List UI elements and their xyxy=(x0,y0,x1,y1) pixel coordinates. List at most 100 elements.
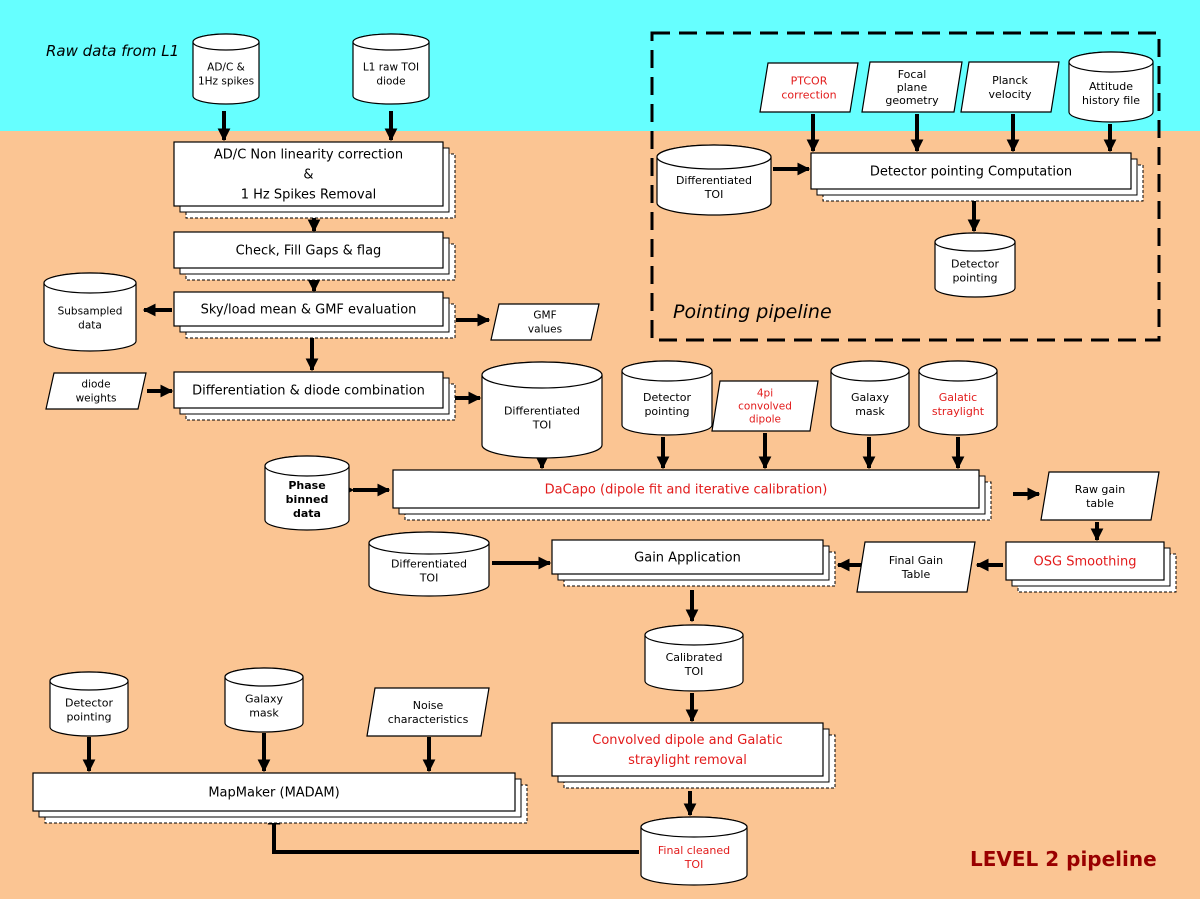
mapmaker-step-line: MapMaker (MADAM) xyxy=(208,786,339,801)
sky-load-step-box xyxy=(173,291,444,327)
galatic-straylight-store-line: Galatic xyxy=(939,391,977,404)
phase-binned-store-top xyxy=(264,455,350,477)
check-fill-step-box xyxy=(173,231,444,269)
detector-pointing-computation-step xyxy=(810,152,1144,202)
raw-gain-table-param-shape xyxy=(1040,471,1160,521)
planck-velocity-param-line: Planck xyxy=(992,74,1028,87)
osg-smoothing-step xyxy=(1005,541,1177,593)
focal-plane-param xyxy=(861,61,963,113)
l1-raw-toi-store-line: diode xyxy=(376,76,405,88)
diode-weights-param-line: diode xyxy=(81,379,110,391)
dacapo-step xyxy=(392,469,992,521)
focal-plane-param-line: Focal xyxy=(898,68,927,81)
diode-weights-param-shape xyxy=(45,372,147,410)
check-fill-step-line: Check, Fill Gaps & flag xyxy=(236,244,382,259)
attitude-history-store-line: Attitude xyxy=(1089,80,1133,93)
mapmaker-step-box xyxy=(32,772,516,812)
phase-binned-store-line: Phase xyxy=(288,479,325,492)
diode-weights-param-line: weights xyxy=(76,393,117,405)
attitude-history-store-line: history file xyxy=(1082,94,1140,107)
galaxy-mask-store-1-line: mask xyxy=(855,405,885,418)
final-gain-table-param-shape xyxy=(856,541,976,593)
gmf-values-param xyxy=(490,303,600,341)
galaxy-mask-store-1 xyxy=(830,360,910,436)
adc-spikes-store-line: 1Hz spikes xyxy=(198,76,254,88)
subsampled-store-top xyxy=(43,272,137,294)
subsampled-store-line: Subsampled xyxy=(58,306,123,318)
differentiated-toi-store-2-top xyxy=(368,531,490,555)
detector-pointing-store-1 xyxy=(621,360,713,436)
adc-spikes-store xyxy=(192,33,260,105)
calibrated-toi-store-top xyxy=(644,624,744,646)
galatic-straylight-store-line: straylight xyxy=(932,405,985,418)
final-gain-table-param-line: Final Gain xyxy=(889,554,943,567)
differentiated-toi-store-1-line: Differentiated xyxy=(504,404,580,417)
galaxy-mask-store-2-top xyxy=(224,667,304,687)
ptcor-param-line: PTCOR xyxy=(791,74,828,87)
phase-binned-store xyxy=(264,455,350,531)
planck-velocity-param-shape xyxy=(960,61,1060,113)
noise-characteristics-param xyxy=(366,687,490,737)
adc-correction-step-line: & xyxy=(303,168,313,183)
noise-characteristics-param-line: Noise xyxy=(413,699,444,712)
osg-smoothing-step-line: OSG Smoothing xyxy=(1034,555,1137,570)
galaxy-mask-store-1-line: Galaxy xyxy=(851,391,890,404)
adc-correction-step-box xyxy=(173,141,444,207)
pp-detector-pointing-store-line: Detector xyxy=(951,257,999,270)
pp-detector-pointing-store-top xyxy=(934,232,1016,252)
detector-pointing-store-2 xyxy=(49,671,129,737)
final-cleaned-toi-store-line: Final cleaned xyxy=(658,844,730,857)
detector-pointing-store-1-line: Detector xyxy=(643,391,691,404)
arrow-final-to-mapmaker xyxy=(267,811,639,854)
phase-binned-store-line: data xyxy=(293,507,321,520)
dacapo-step-box xyxy=(392,469,980,509)
pp-detector-pointing-store xyxy=(934,232,1016,298)
pp-differentiated-toi-store-top xyxy=(656,144,772,170)
mapmaker-step xyxy=(32,772,528,824)
sky-load-step-line: Sky/load mean & GMF evaluation xyxy=(201,303,417,318)
planck-velocity-param xyxy=(960,61,1060,113)
gmf-values-param-shape xyxy=(490,303,600,341)
differentiation-step-box xyxy=(173,371,444,409)
detector-pointing-computation-step-line: Detector pointing Computation xyxy=(870,165,1072,180)
attitude-history-store-top xyxy=(1068,51,1154,73)
planck-velocity-param-line: velocity xyxy=(989,88,1032,101)
dipole-4pi-param-line: dipole xyxy=(749,414,781,426)
galatic-straylight-store xyxy=(918,360,998,436)
galaxy-mask-store-1-top xyxy=(830,360,910,382)
convolved-removal-step-line: Convolved dipole and Galatic xyxy=(592,733,782,748)
final-cleaned-toi-store-top xyxy=(640,816,748,838)
focal-plane-param-line: geometry xyxy=(885,94,939,107)
calibrated-toi-store-line: Calibrated xyxy=(666,651,723,664)
adc-spikes-store-top xyxy=(192,33,260,51)
noise-characteristics-param-line: characteristics xyxy=(388,713,469,726)
calibrated-toi-store-line: TOI xyxy=(684,665,704,678)
pointing-pipeline-label: Pointing pipeline xyxy=(673,301,832,323)
pp-detector-pointing-store-line: pointing xyxy=(952,271,997,284)
gain-application-step xyxy=(551,539,836,587)
pp-differentiated-toi-store xyxy=(656,144,772,216)
raw-data-label: Raw data from L1 xyxy=(46,42,179,60)
dipole-4pi-param-line: convolved xyxy=(738,401,792,413)
dacapo-step-line: DaCapo (dipole fit and iterative calibra… xyxy=(545,483,828,498)
diode-weights-param xyxy=(45,372,147,410)
gmf-values-param-line: GMF xyxy=(533,310,556,322)
gain-application-step-box xyxy=(551,539,824,575)
gmf-values-param-line: values xyxy=(528,324,562,336)
detector-pointing-store-1-line: pointing xyxy=(644,405,689,418)
galaxy-mask-store-2-line: Galaxy xyxy=(245,692,284,705)
level2-title: LEVEL 2 pipeline xyxy=(970,847,1157,871)
differentiated-toi-store-2 xyxy=(368,531,490,597)
l1-raw-toi-store-line: L1 raw TOI xyxy=(363,62,419,74)
pointing-pipeline-frame xyxy=(650,31,1161,342)
attitude-history-store xyxy=(1068,51,1154,123)
l1-raw-toi-store xyxy=(352,33,430,105)
ptcor-param-shape xyxy=(759,62,859,113)
adc-correction-step xyxy=(173,141,456,219)
detector-pointing-computation-step-box xyxy=(810,152,1132,190)
adc-correction-step-line: 1 Hz Spikes Removal xyxy=(241,188,377,203)
raw-gain-table-param-line: table xyxy=(1086,497,1114,510)
focal-plane-param-shape xyxy=(861,61,963,113)
differentiation-step-line: Differentiation & diode combination xyxy=(192,384,425,399)
